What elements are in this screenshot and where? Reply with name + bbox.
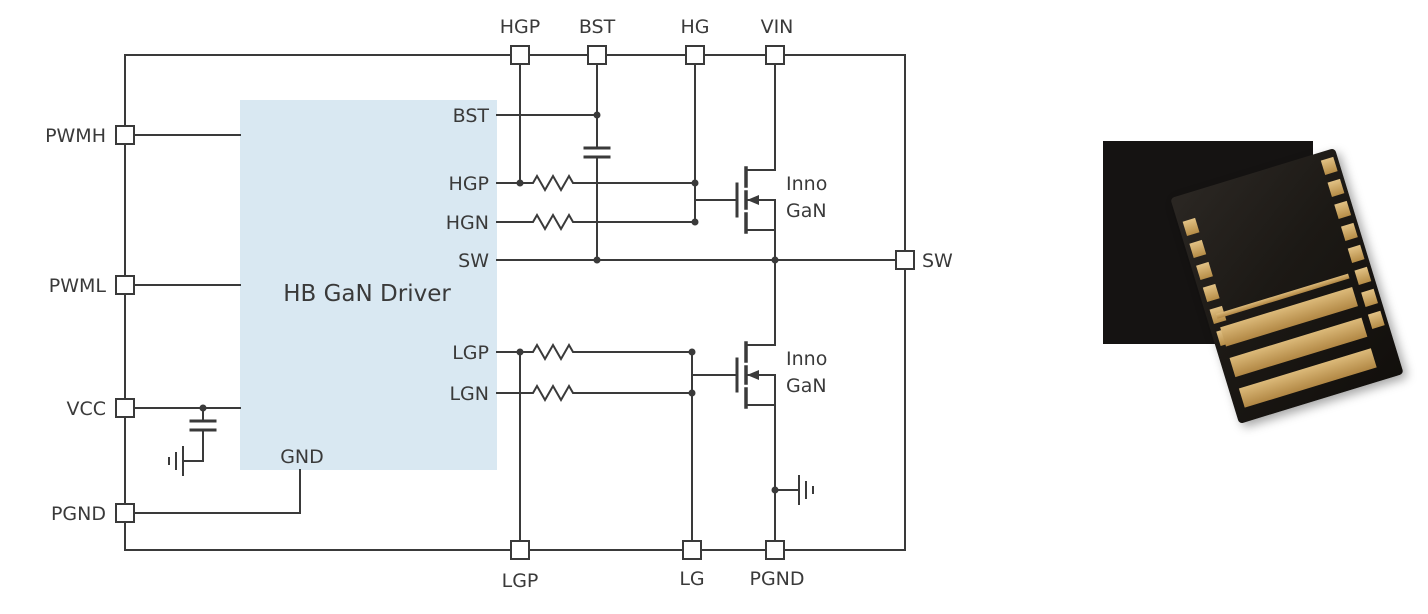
pin-bottom-lgp bbox=[510, 540, 530, 560]
lgn-gate-resistor bbox=[496, 383, 693, 403]
pin-bottom-pgnd bbox=[765, 540, 785, 560]
hs-fet-label-line1: Inno bbox=[786, 173, 827, 195]
pin-top-hg bbox=[685, 45, 705, 65]
driver-pin-hgn: HGN bbox=[446, 212, 489, 234]
package-pad bbox=[1196, 261, 1213, 281]
ground-symbol-source bbox=[798, 475, 814, 505]
pin-bottom-lg bbox=[682, 540, 702, 560]
pin-top-vin bbox=[765, 45, 785, 65]
pin-label-left-pwmh: PWMH bbox=[45, 125, 106, 147]
ground-symbol-vcc bbox=[168, 446, 184, 476]
junction-dot bbox=[516, 179, 524, 187]
package-pad bbox=[1340, 222, 1358, 241]
pin-label-top-vin: VIN bbox=[761, 16, 794, 38]
junction-dot bbox=[593, 111, 601, 119]
junction-dot bbox=[771, 486, 779, 494]
package-pad bbox=[1327, 178, 1345, 197]
hb-gan-driver-block bbox=[240, 100, 497, 470]
driver-pin-bst: BST bbox=[453, 105, 490, 127]
package-pad bbox=[1182, 217, 1200, 237]
pin-label-left-vcc: VCC bbox=[66, 398, 106, 420]
package-pad bbox=[1189, 239, 1207, 259]
hgn-gate-resistor bbox=[496, 212, 696, 232]
lgp-gate-resistor bbox=[496, 342, 693, 362]
ls-fet-body-arrow bbox=[747, 370, 759, 380]
pin-top-bst bbox=[587, 45, 607, 65]
pin-right-sw bbox=[895, 250, 915, 270]
pin-label-left-pgnd: PGND bbox=[51, 503, 106, 525]
gan-package bbox=[1170, 148, 1404, 424]
junction-dot bbox=[516, 348, 524, 356]
pin-left-vcc bbox=[115, 398, 135, 418]
pin-left-pwml bbox=[115, 275, 135, 295]
ls-fet-label-line1: Inno bbox=[786, 348, 827, 370]
wire-pgnd-to-gnd bbox=[133, 469, 301, 514]
pin-label-bottom-lg: LG bbox=[679, 568, 704, 590]
ls-fet-drain-lead bbox=[745, 259, 776, 346]
pin-label-right-sw: SW bbox=[922, 250, 953, 272]
junction-dot bbox=[691, 218, 699, 226]
package-photo bbox=[1095, 130, 1428, 460]
pin-label-bottom-pgnd: PGND bbox=[749, 568, 804, 590]
junction-dot bbox=[691, 179, 699, 187]
junction-dot bbox=[688, 348, 696, 356]
pin-left-pgnd bbox=[115, 503, 135, 523]
junction-dot bbox=[593, 256, 601, 264]
pin-label-top-hgp: HGP bbox=[500, 16, 540, 38]
pin-top-hgp bbox=[510, 45, 530, 65]
hs-fet-body-arrow bbox=[747, 195, 759, 205]
driver-title: HB GaN Driver bbox=[283, 281, 451, 307]
package-pad bbox=[1361, 288, 1378, 307]
driver-pin-hgp: HGP bbox=[449, 173, 489, 195]
driver-pin-lgp: LGP bbox=[452, 342, 489, 364]
ls-fet-source-lead bbox=[745, 404, 776, 542]
junction-dot bbox=[688, 389, 696, 397]
vcc-cap-lead-bottom bbox=[182, 429, 204, 462]
pin-label-top-bst: BST bbox=[579, 16, 616, 38]
package-pad bbox=[1354, 266, 1372, 285]
driver-pin-gnd: GND bbox=[280, 446, 324, 468]
junction-dot bbox=[771, 256, 779, 264]
package-pad bbox=[1347, 244, 1365, 263]
pin-left-pwmh bbox=[115, 125, 135, 145]
half-bridge-schematic: HB GaN Driver Inno GaN bbox=[45, 16, 953, 592]
vcc-decoupling-capacitor bbox=[189, 419, 217, 432]
hs-fet-drain-lead bbox=[745, 63, 776, 171]
pin-label-left-pwml: PWML bbox=[49, 275, 107, 297]
bootstrap-capacitor bbox=[583, 146, 611, 159]
hgp-gate-resistor bbox=[496, 173, 696, 193]
package-pad bbox=[1202, 283, 1220, 303]
driver-pin-lgn: LGN bbox=[449, 383, 489, 405]
pin-label-top-hg: HG bbox=[680, 16, 709, 38]
package-pad bbox=[1334, 200, 1352, 219]
ls-fet-body-lead bbox=[745, 374, 776, 406]
hs-fet-label-line2: GaN bbox=[786, 200, 827, 222]
ls-fet-label-line2: GaN bbox=[786, 375, 827, 397]
package-pad bbox=[1320, 156, 1338, 175]
junction-dot bbox=[199, 404, 207, 412]
hs-fet-source-lead bbox=[745, 229, 776, 261]
pin-label-bottom-lgp: LGP bbox=[502, 570, 539, 592]
package-pad bbox=[1367, 310, 1385, 329]
hs-fet-body-lead bbox=[745, 199, 776, 231]
driver-pin-sw: SW bbox=[458, 250, 489, 272]
